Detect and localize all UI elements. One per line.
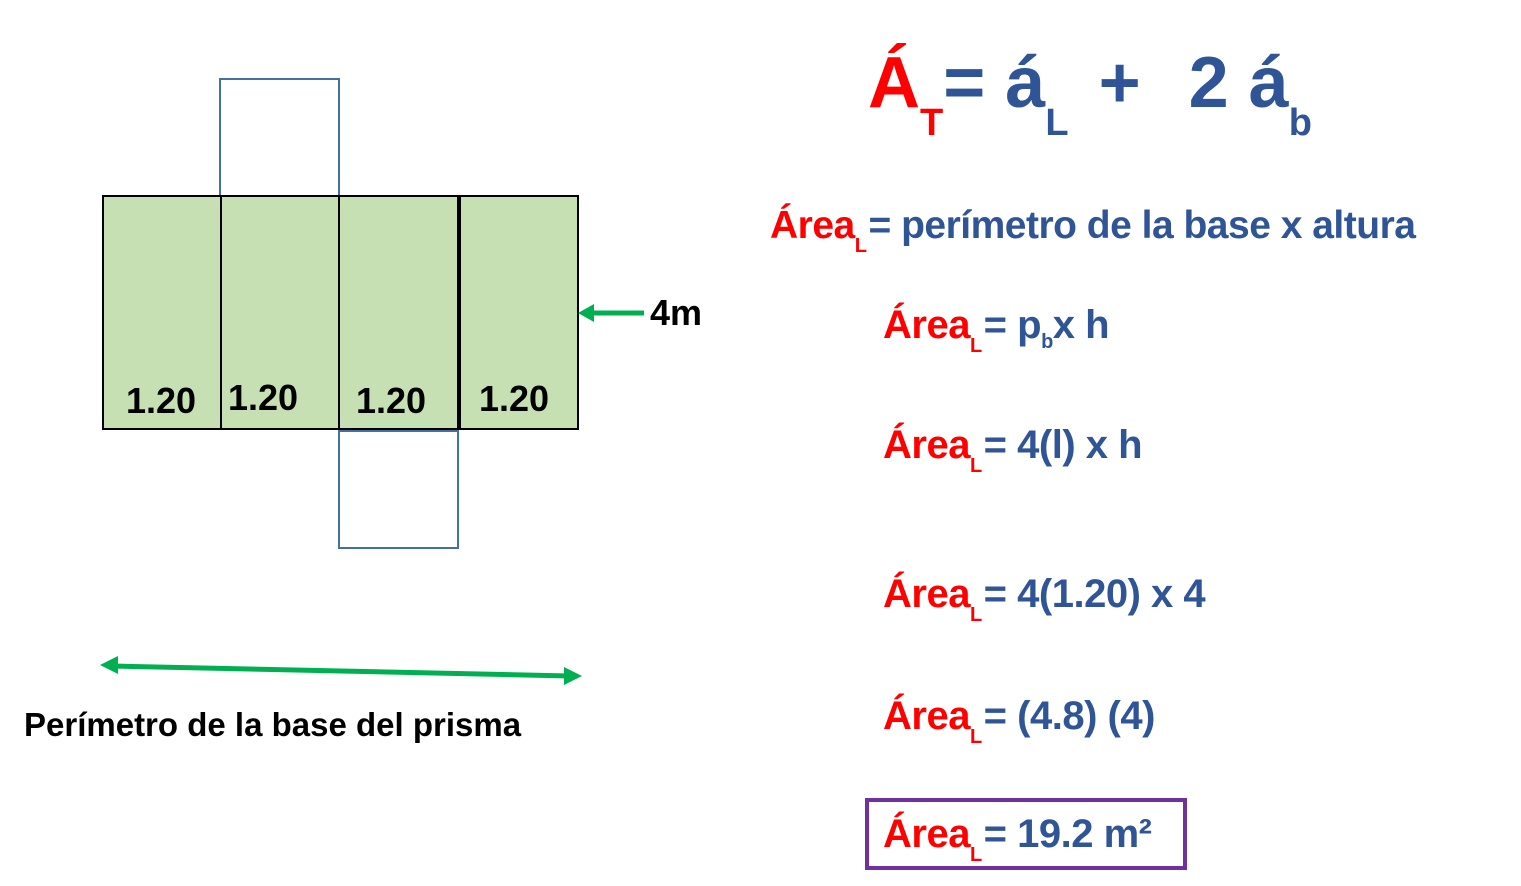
face-width-label: 1.20: [126, 380, 197, 421]
equals-sign: =: [943, 43, 986, 123]
lateral-area-definition: ÁreaL= perímetro de la base x altura: [770, 204, 1416, 257]
lateral-face-3: 1.20: [338, 195, 459, 430]
definition-rhs: = perímetro de la base x altura: [868, 204, 1416, 247]
perimeter-arrow-icon: [100, 656, 582, 685]
area-subscript: L: [969, 604, 982, 626]
height-label: 4m: [650, 292, 703, 333]
perimeter-label: Perímetro de la base del prisma: [24, 706, 522, 743]
face-width-label: 1.20: [479, 378, 550, 419]
height-arrow-icon: [578, 304, 644, 322]
lateral-face-4: 1.20: [459, 195, 579, 430]
step-2: ÁreaL= 4(l) x h: [883, 423, 1143, 477]
area-subscript: L: [854, 235, 867, 257]
result-line: ÁreaL= 19.2 m²: [883, 812, 1152, 866]
lateral-area-term: á: [1005, 43, 1046, 123]
total-area-formula: ÁT= áL + 2 áb: [868, 42, 1312, 144]
lateral-face-2: 1.20: [220, 195, 340, 430]
area-label: Área: [883, 812, 970, 856]
area-subscript: L: [969, 335, 982, 357]
area-label: Área: [770, 204, 855, 247]
total-area-subscript: T: [920, 102, 944, 144]
area-label: Área: [883, 303, 970, 347]
base-area-term: 2 á: [1188, 43, 1289, 123]
total-area-symbol: Á: [868, 43, 920, 123]
step-3: ÁreaL= 4(1.20) x 4: [883, 572, 1206, 626]
step-rhs: = 4(l) x h: [983, 423, 1143, 467]
bottom-base: [338, 430, 459, 549]
step-rhs: = (4.8) (4): [983, 694, 1156, 738]
lateral-area-subscript: L: [1045, 102, 1069, 144]
step-4: ÁreaL= (4.8) (4): [883, 694, 1156, 748]
area-subscript: L: [969, 455, 982, 477]
lateral-face-1: 1.20: [102, 195, 222, 430]
plus-sign: +: [1098, 43, 1141, 123]
area-label: Área: [883, 572, 970, 616]
area-subscript: L: [969, 726, 982, 748]
result-box: [865, 798, 1187, 870]
base-area-subscript: b: [1288, 102, 1312, 144]
step-rhs: = 4(1.20) x 4: [983, 572, 1206, 616]
area-label: Área: [883, 423, 970, 467]
face-width-label: 1.20: [228, 377, 299, 418]
area-subscript: L: [969, 844, 982, 866]
face-width-label: 1.20: [356, 380, 427, 421]
area-label: Área: [883, 694, 970, 738]
result-value: = 19.2 m²: [983, 812, 1152, 856]
top-base: [219, 78, 340, 198]
step-rhs: = pbx h: [983, 303, 1110, 353]
step-1: ÁreaL= pbx h: [883, 303, 1110, 357]
